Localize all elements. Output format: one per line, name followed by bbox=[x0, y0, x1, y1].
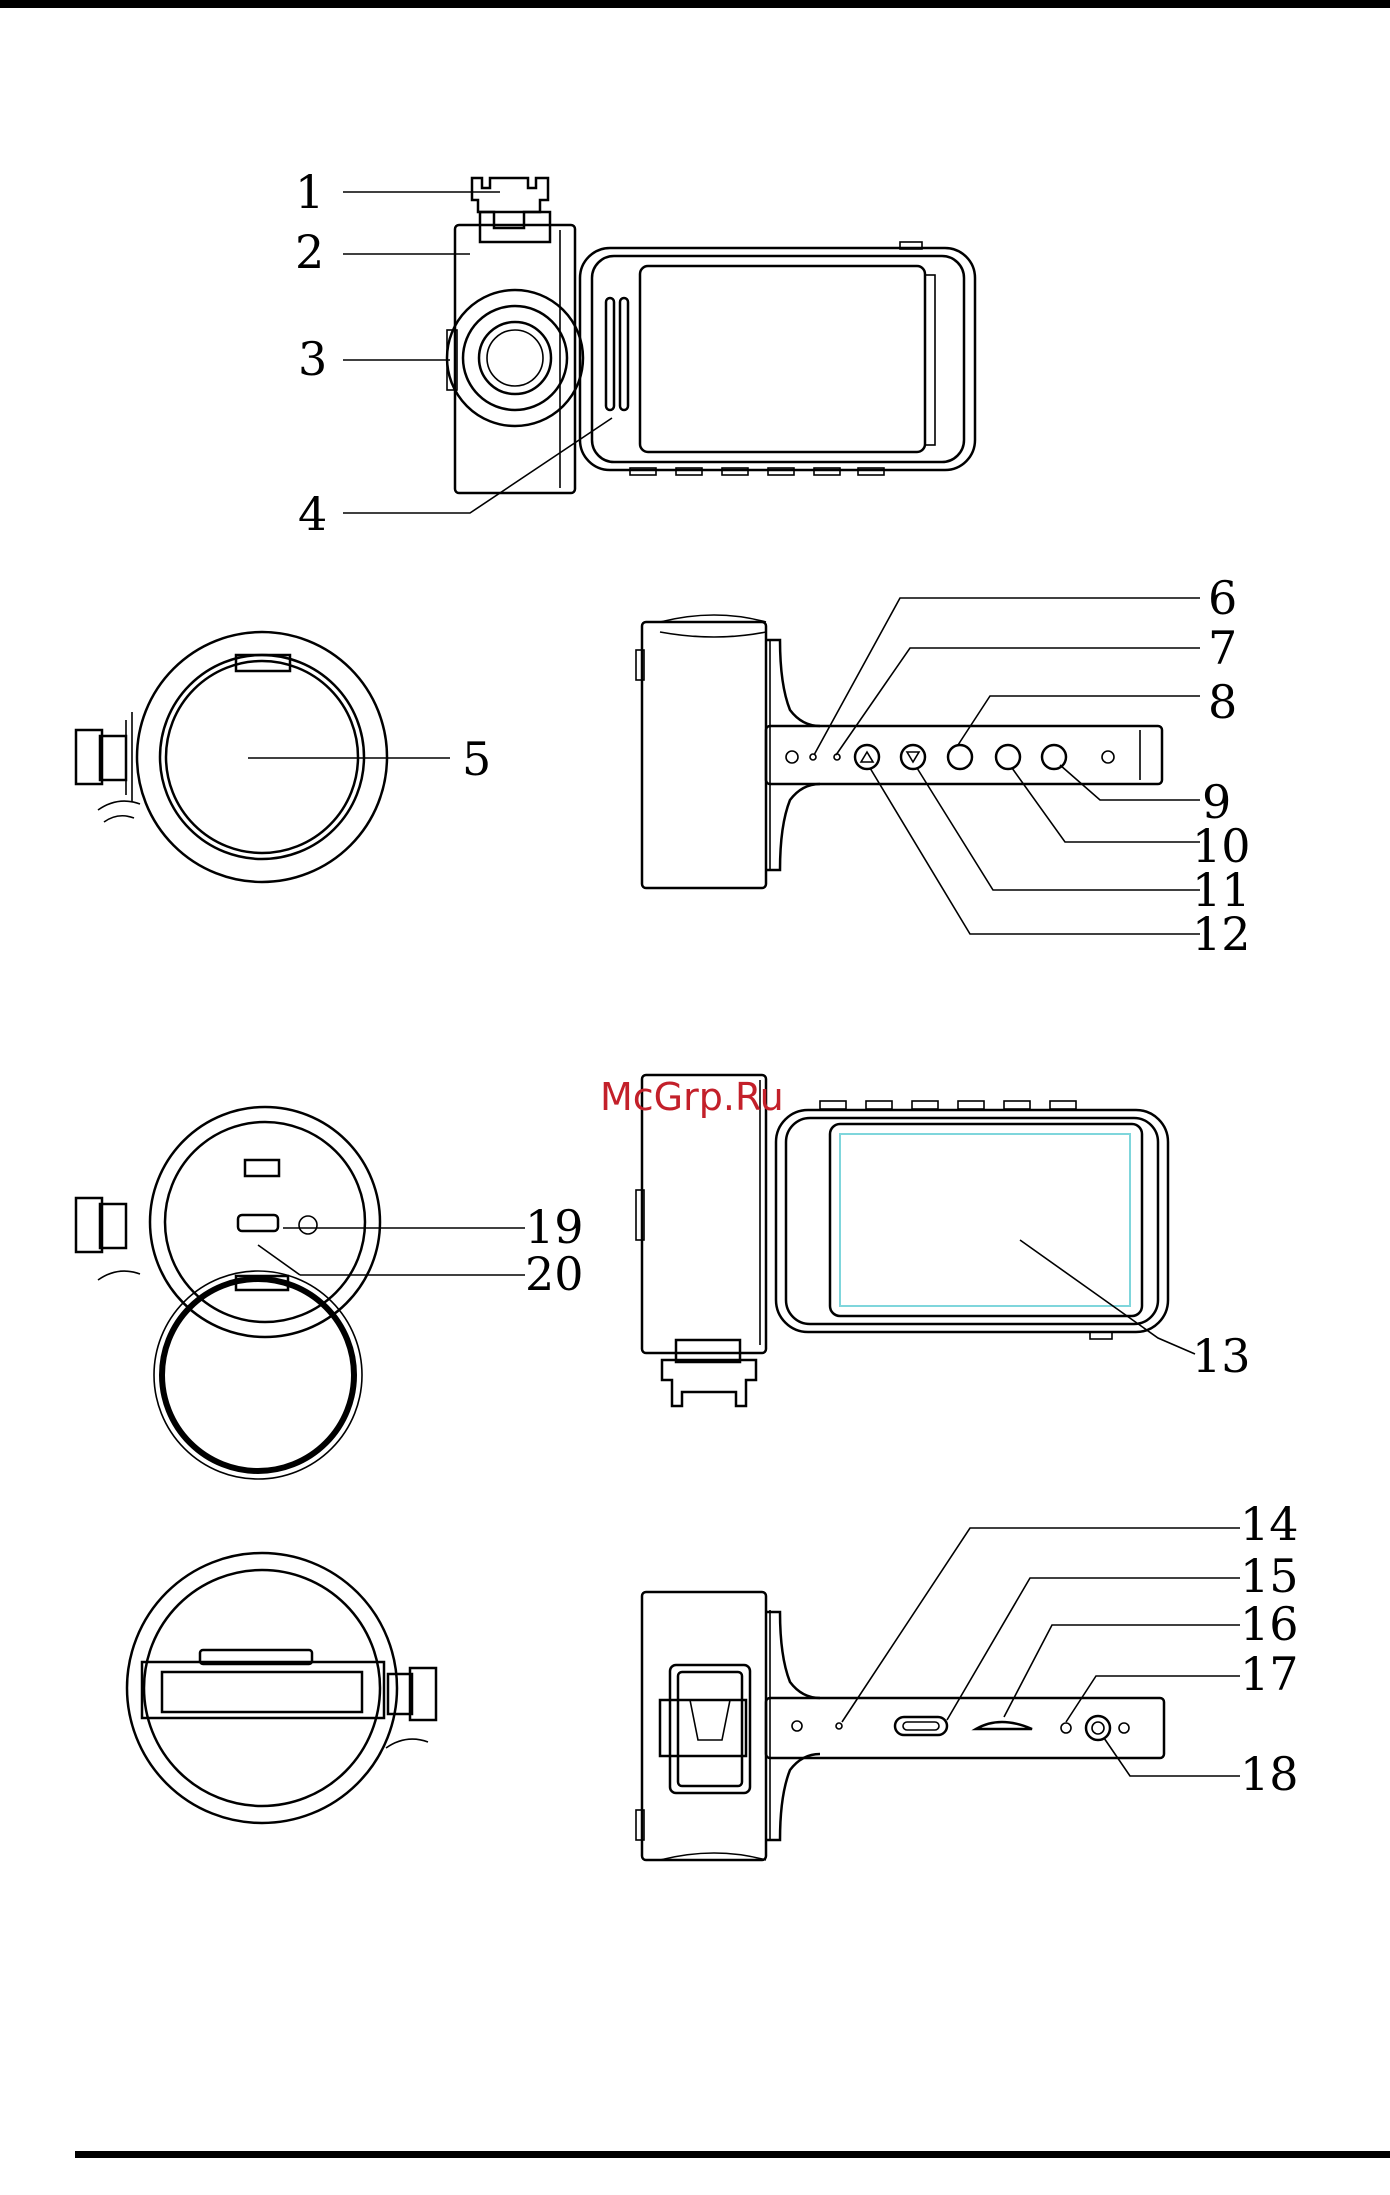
side-view-open bbox=[76, 1107, 380, 1479]
callout-labels: 1 2 3 4 5 6 7 8 9 10 11 12 13 14 15 16 1… bbox=[295, 165, 1299, 1801]
bottom-view-ports bbox=[636, 1592, 1164, 1860]
top-view-buttons bbox=[636, 615, 1162, 888]
callout-15: 15 bbox=[1240, 1549, 1299, 1603]
callout-14: 14 bbox=[1240, 1497, 1299, 1551]
callout-16: 16 bbox=[1240, 1597, 1299, 1651]
callout-5: 5 bbox=[462, 732, 491, 786]
watermark-text: McGrp.Ru bbox=[600, 1075, 784, 1119]
rear-view-bracket bbox=[127, 1553, 436, 1823]
callout-2: 2 bbox=[295, 225, 324, 279]
back-view-screen bbox=[636, 1075, 1168, 1406]
front-view bbox=[447, 178, 975, 493]
callout-4: 4 bbox=[298, 487, 327, 541]
callout-1: 1 bbox=[295, 165, 324, 219]
callout-3: 3 bbox=[298, 332, 327, 386]
callout-8: 8 bbox=[1208, 675, 1237, 729]
leader-lines bbox=[248, 192, 1240, 1776]
callout-6: 6 bbox=[1208, 571, 1237, 625]
callout-12: 12 bbox=[1192, 907, 1251, 961]
side-view-top bbox=[76, 632, 387, 882]
callout-7: 7 bbox=[1208, 621, 1237, 675]
top-rule bbox=[0, 0, 1390, 8]
callout-13: 13 bbox=[1192, 1329, 1251, 1383]
callout-17: 17 bbox=[1240, 1647, 1299, 1701]
callout-19: 19 bbox=[525, 1200, 584, 1254]
callout-20: 20 bbox=[525, 1247, 584, 1301]
bottom-rule bbox=[75, 2151, 1390, 2158]
callout-18: 18 bbox=[1240, 1747, 1299, 1801]
